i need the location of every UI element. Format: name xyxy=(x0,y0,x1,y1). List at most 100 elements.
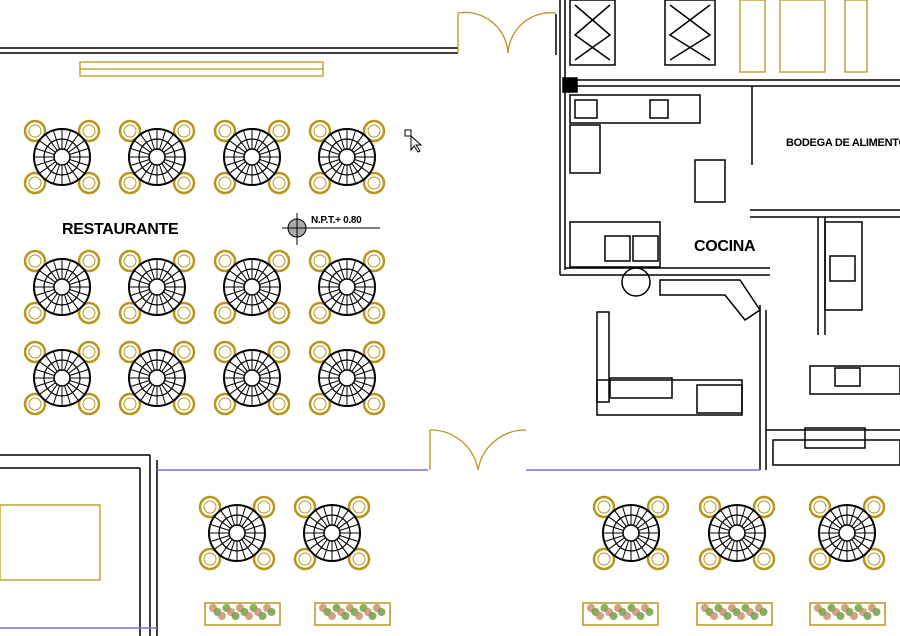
chair-seat xyxy=(218,176,232,190)
chair-seat xyxy=(313,124,327,138)
planter xyxy=(314,602,391,626)
label-npt: N.P.T.+ 0.80 xyxy=(311,215,362,226)
chair xyxy=(267,392,291,416)
chair-seat xyxy=(272,254,286,268)
chair-seat xyxy=(367,176,381,190)
chair xyxy=(77,340,101,364)
chair xyxy=(592,547,616,571)
chair xyxy=(23,249,47,273)
chair xyxy=(118,171,142,195)
chair xyxy=(172,340,196,364)
chair-seat xyxy=(352,552,366,566)
chair-seat xyxy=(218,306,232,320)
round-table-set xyxy=(23,340,101,416)
chair-seat xyxy=(123,176,137,190)
chair-seat xyxy=(651,552,665,566)
chair xyxy=(118,119,142,143)
chair xyxy=(213,171,237,195)
planter xyxy=(696,602,773,626)
chair xyxy=(198,495,222,519)
chair-seat xyxy=(28,254,42,268)
chair xyxy=(362,171,386,195)
chair xyxy=(172,249,196,273)
chair xyxy=(308,249,332,273)
chair xyxy=(862,495,886,519)
chair xyxy=(213,119,237,143)
chair xyxy=(23,301,47,325)
chair xyxy=(752,495,776,519)
round-table-set xyxy=(592,495,670,571)
chair-seat xyxy=(272,176,286,190)
chair xyxy=(252,547,276,571)
chair-seat xyxy=(272,345,286,359)
chair xyxy=(308,392,332,416)
chair xyxy=(267,249,291,273)
chair-seat xyxy=(257,500,271,514)
planter xyxy=(809,602,886,626)
chair xyxy=(252,495,276,519)
chair xyxy=(23,340,47,364)
chair-seat xyxy=(82,254,96,268)
round-table-set xyxy=(308,249,386,325)
chair-seat xyxy=(298,500,312,514)
doors xyxy=(0,0,868,581)
chair-seat xyxy=(218,345,232,359)
chair xyxy=(308,301,332,325)
chair xyxy=(23,392,47,416)
chair-seat xyxy=(203,500,217,514)
round-table-set xyxy=(308,119,386,195)
chair xyxy=(213,392,237,416)
chair xyxy=(592,495,616,519)
round-table-set xyxy=(213,340,291,416)
chair-seat xyxy=(123,345,137,359)
chair xyxy=(267,301,291,325)
chair xyxy=(77,119,101,143)
chair-seat xyxy=(28,176,42,190)
chair xyxy=(808,547,832,571)
chair-seat xyxy=(177,397,191,411)
chair xyxy=(362,119,386,143)
chair-seat xyxy=(352,500,366,514)
chair-seat xyxy=(867,552,881,566)
round-table-set xyxy=(808,495,886,571)
chair xyxy=(23,119,47,143)
chair xyxy=(362,392,386,416)
chair-seat xyxy=(28,397,42,411)
label-bodega: BODEGA DE ALIMENTO xyxy=(786,137,900,149)
chair xyxy=(267,171,291,195)
chair xyxy=(118,392,142,416)
chair xyxy=(172,392,196,416)
chair-seat xyxy=(313,176,327,190)
chair xyxy=(77,249,101,273)
round-table-set xyxy=(698,495,776,571)
round-table-set xyxy=(23,119,101,195)
chair xyxy=(118,249,142,273)
chair-seat xyxy=(813,552,827,566)
chair xyxy=(118,340,142,364)
chair-seat xyxy=(367,397,381,411)
chair-seat xyxy=(82,176,96,190)
chair xyxy=(308,171,332,195)
chair-seat xyxy=(313,397,327,411)
label-cocina: COCINA xyxy=(694,238,756,255)
chair-seat xyxy=(272,306,286,320)
chair-seat xyxy=(123,124,137,138)
chair-seat xyxy=(597,500,611,514)
chair xyxy=(293,547,317,571)
chair-seat xyxy=(367,254,381,268)
chair xyxy=(347,547,371,571)
chair xyxy=(172,301,196,325)
chair xyxy=(198,547,222,571)
chair xyxy=(308,119,332,143)
chair-seat xyxy=(313,306,327,320)
chair-seat xyxy=(703,500,717,514)
chair-seat xyxy=(177,306,191,320)
chair xyxy=(23,171,47,195)
chair-seat xyxy=(272,124,286,138)
tables-layer xyxy=(23,119,886,571)
chair-seat xyxy=(218,124,232,138)
chair-seat xyxy=(367,345,381,359)
chair xyxy=(862,547,886,571)
round-table-set xyxy=(23,249,101,325)
